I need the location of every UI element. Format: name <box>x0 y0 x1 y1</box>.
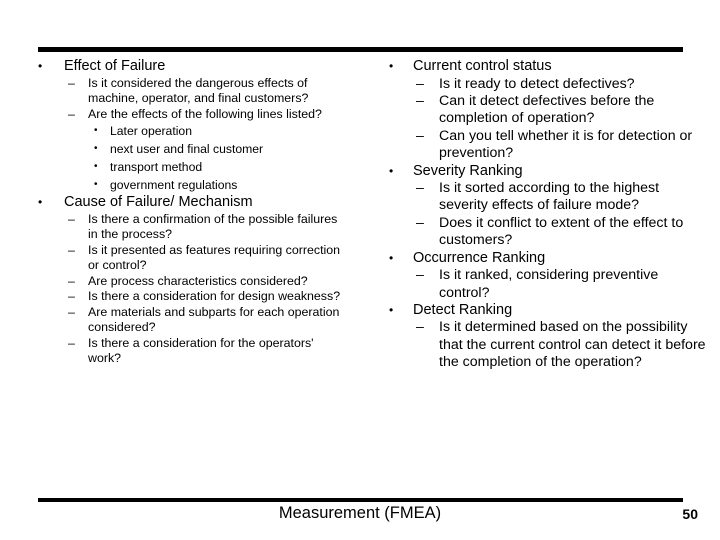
bullet-text: Can you tell whether it is for detection… <box>439 127 693 162</box>
list-item: – Is it sorted according to the highest … <box>413 180 710 215</box>
bullet-text: Current control status <box>413 58 552 74</box>
list-item: – Is it ready to detect defectives? <box>413 76 710 93</box>
bullet-level2-icon: – <box>416 214 424 231</box>
sub-bullet-list: – Is it ready to detect defectives? – Ca… <box>413 76 710 163</box>
list-item: – Is it presented as features requiring … <box>64 243 349 274</box>
list-item: • Severity Ranking – Is it sorted accord… <box>355 163 710 250</box>
left-content-column: • Effect of Failure – Is it considered t… <box>0 58 355 494</box>
list-item: – Are the effects of the following lines… <box>64 107 349 195</box>
bullet-text: Does it conflict to extent of the effect… <box>439 214 684 249</box>
bullet-level2-icon: – <box>68 335 75 350</box>
bullet-level3-icon: • <box>94 125 98 136</box>
list-item: – Can you tell whether it is for detecti… <box>413 128 710 163</box>
slide-body: • Effect of Failure – Is it considered t… <box>0 58 720 494</box>
bullet-text: Is it determined based on the possibilit… <box>439 319 706 371</box>
bullet-text: government regulations <box>110 178 238 192</box>
list-item: • Current control status – Is it ready t… <box>355 58 710 163</box>
list-item: – Can it detect defectives before the co… <box>413 93 710 128</box>
list-item: – Does it conflict to extent of the effe… <box>413 215 710 250</box>
list-item: • next user and final customer <box>88 140 349 158</box>
bullet-level1-icon: • <box>38 195 43 209</box>
list-item: – Is there a consideration for design we… <box>64 289 349 305</box>
bullet-level1-icon: • <box>38 59 43 73</box>
sub-bullet-list: – Is it considered the dangerous effects… <box>64 76 349 195</box>
bullet-level2-icon: – <box>68 106 75 121</box>
bullet-level1-icon: • <box>389 302 394 317</box>
bullet-level2-icon: – <box>416 267 424 284</box>
list-item: – Is it ranked, considering preventive c… <box>413 267 710 302</box>
left-bullet-list: • Effect of Failure – Is it considered t… <box>34 58 349 367</box>
bullet-text: Detect Ranking <box>413 301 513 318</box>
bullet-text: Occurrence Ranking <box>413 249 546 266</box>
bullet-level1-icon: • <box>389 163 394 178</box>
list-item: – Is it determined based on the possibil… <box>413 319 710 371</box>
bullet-level2-icon: – <box>68 242 75 257</box>
bottom-divider-rule <box>38 498 683 502</box>
bullet-text: Later operation <box>110 124 192 138</box>
bullet-text: Cause of Failure/ Mechanism <box>64 194 253 210</box>
bullet-text: Is it sorted according to the highest se… <box>439 180 660 214</box>
top-divider-rule <box>38 47 683 52</box>
bullet-text: Is it presented as features requiring co… <box>88 242 341 273</box>
bullet-text: Effect of Failure <box>64 58 166 74</box>
bullet-level2-icon: – <box>68 75 75 90</box>
bullet-text: Is it considered the dangerous effects o… <box>88 75 309 106</box>
bullet-level1-icon: • <box>389 250 394 265</box>
sub-sub-bullet-list: • Later operation • next user and final … <box>88 122 349 194</box>
bullet-text: Are the effects of the following lines l… <box>88 106 322 121</box>
right-bullet-list: • Current control status – Is it ready t… <box>355 58 710 372</box>
bullet-text: Is it ranked, considering preventive con… <box>439 267 659 301</box>
list-item: • Effect of Failure – Is it considered t… <box>34 58 349 194</box>
bullet-level2-icon: – <box>416 127 424 144</box>
bullet-level2-icon: – <box>416 319 424 336</box>
bullet-text: Is it ready to detect defectives? <box>439 75 635 92</box>
list-item: • government regulations <box>88 176 349 194</box>
bullet-text: Severity Ranking <box>413 162 523 179</box>
bullet-text: transport method <box>110 160 203 174</box>
list-item: • Later operation <box>88 122 349 140</box>
bullet-level2-icon: – <box>68 211 75 226</box>
list-item: – Is there a consideration for the opera… <box>64 336 349 367</box>
list-item: – Are materials and subparts for each op… <box>64 305 349 336</box>
list-item: • transport method <box>88 158 349 176</box>
bullet-level2-icon: – <box>68 304 75 319</box>
bullet-text: Are materials and subparts for each oper… <box>88 304 340 335</box>
list-item: • Occurrence Ranking – Is it ranked, con… <box>355 250 710 302</box>
bullet-level1-icon: • <box>389 59 394 73</box>
sub-bullet-list: – Is it ranked, considering preventive c… <box>413 267 710 302</box>
bullet-level3-icon: • <box>94 161 98 172</box>
footer-title: Measurement (FMEA) <box>278 504 442 522</box>
list-item: – Is there a confirmation of the possibl… <box>64 212 349 243</box>
bullet-text: Can it detect defectives before the comp… <box>439 92 655 127</box>
sub-bullet-list: – Is it determined based on the possibil… <box>413 319 710 371</box>
bullet-level2-icon: – <box>68 289 75 303</box>
bullet-text: Is there a consideration for the operato… <box>88 335 314 366</box>
bullet-level2-icon: – <box>68 273 75 288</box>
bullet-text: Is there a confirmation of the possible … <box>88 211 338 242</box>
bullet-level2-icon: – <box>416 180 424 197</box>
list-item: – Are process characteristics considered… <box>64 274 349 290</box>
bullet-level3-icon: • <box>94 179 98 190</box>
bullet-level3-icon: • <box>94 143 98 154</box>
bullet-level2-icon: – <box>416 92 424 109</box>
list-item: – Is it considered the dangerous effects… <box>64 76 349 107</box>
right-content-column: • Current control status – Is it ready t… <box>355 58 720 494</box>
page-number: 50 <box>682 506 698 522</box>
bullet-text: Is there a consideration for design weak… <box>88 289 341 303</box>
bullet-text: Are process characteristics considered? <box>88 273 308 288</box>
list-item: • Cause of Failure/ Mechanism – Is there… <box>34 194 349 367</box>
list-item: • Detect Ranking – Is it determined base… <box>355 302 710 372</box>
sub-bullet-list: – Is it sorted according to the highest … <box>413 180 710 250</box>
sub-bullet-list: – Is there a confirmation of the possibl… <box>64 212 349 367</box>
bullet-level2-icon: – <box>416 75 424 92</box>
bullet-text: next user and final customer <box>110 142 264 156</box>
